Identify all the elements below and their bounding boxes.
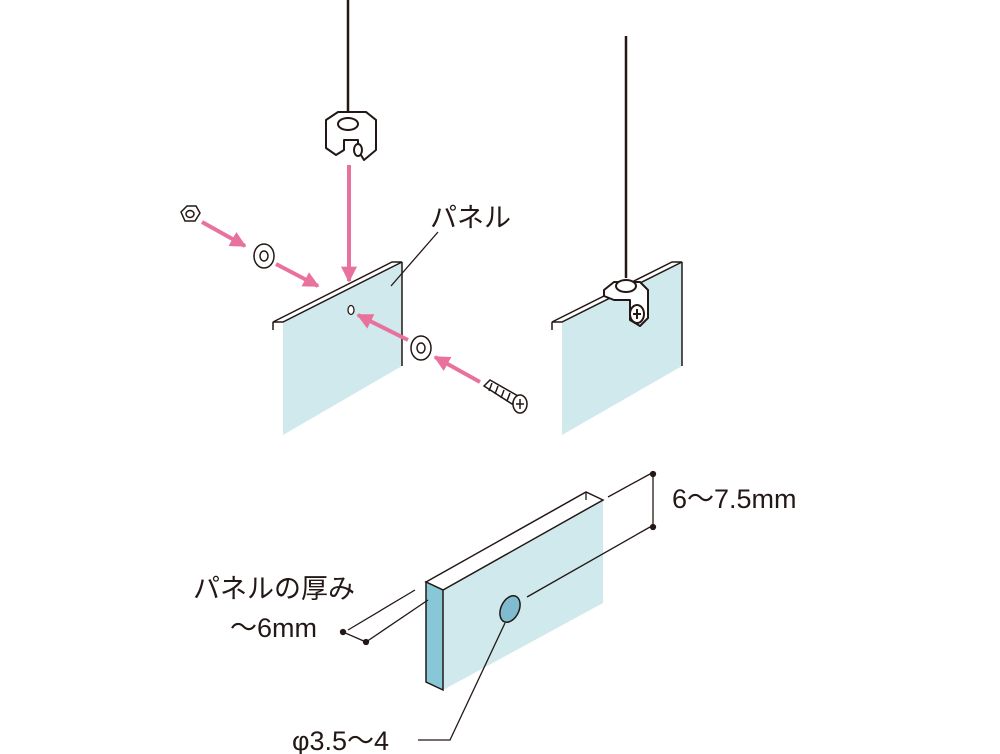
glass-face <box>443 500 603 690</box>
screw <box>482 379 528 414</box>
thickness-label-2: 〜6mm <box>230 613 317 643</box>
assembly-arrows <box>201 165 481 384</box>
panel-label: パネル <box>430 203 511 233</box>
arrow-washer-right <box>356 313 409 342</box>
assembled-view <box>551 36 683 435</box>
nut <box>180 205 201 222</box>
washer-right <box>410 335 432 361</box>
hole-label: φ3.5〜4 <box>292 726 389 754</box>
glass-hole <box>499 595 521 623</box>
panel-left <box>272 261 403 435</box>
gap-label: 6〜7.5mm <box>672 484 797 514</box>
glass-edge <box>425 580 444 692</box>
washer-left <box>253 243 275 269</box>
gap-dimension <box>526 470 657 598</box>
arrow-screw <box>433 355 481 384</box>
dimension-detail: 6〜7.5mm パネルの厚み 〜6mm φ3.5〜4 <box>193 470 797 754</box>
thickness-label-1: パネルの厚み <box>193 574 355 604</box>
panel-hole <box>347 304 355 316</box>
hole-leader <box>418 622 506 741</box>
mounted-bracket <box>603 279 649 327</box>
panel-leader <box>390 231 439 287</box>
thickness-dimension <box>339 589 429 646</box>
arrow-washer-left <box>275 262 320 288</box>
exploded-assembly: パネル <box>180 0 528 435</box>
hanging-bracket <box>325 111 377 161</box>
arrow-nut <box>201 220 247 248</box>
